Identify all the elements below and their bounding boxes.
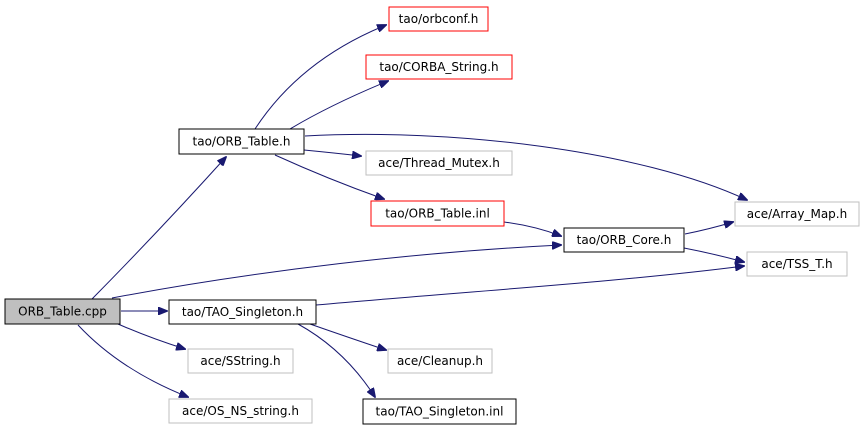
- node-box: [365, 54, 513, 80]
- node-label: ace/Cleanup.h: [397, 354, 483, 368]
- edge-orb-table-cpp-to-os-ns-string-h: [77, 324, 188, 397]
- node-label: tao/ORB_Table.inl: [385, 207, 490, 221]
- node-label: tao/orbconf.h: [399, 12, 479, 26]
- edge-orb-table-h-to-thread-mutex-h: [303, 149, 361, 156]
- node-orb-table-inl[interactable]: tao/ORB_Table.inl: [370, 200, 505, 227]
- edge-orb-table-h-to-orb-table-inl: [274, 154, 384, 199]
- node-tao-singleton-inl[interactable]: tao/TAO_Singleton.inl: [362, 398, 517, 425]
- edge-tao-singleton-h-to-tao-singleton-inl: [297, 323, 375, 397]
- edge-orb-table-cpp-to-orb-core-h: [111, 245, 561, 299]
- node-corba-string-h[interactable]: tao/CORBA_String.h: [365, 54, 513, 80]
- node-label: ace/OS_NS_string.h: [182, 404, 299, 418]
- node-label: ace/Array_Map.h: [747, 207, 847, 221]
- edge-orb-core-h-to-tss-t-h: [683, 247, 744, 262]
- node-box: [387, 348, 493, 374]
- node-box: [178, 128, 305, 155]
- node-sstring-h[interactable]: ace/SString.h: [187, 348, 294, 374]
- node-thread-mutex-h[interactable]: ace/Thread_Mutex.h: [365, 150, 513, 176]
- edge-tao-singleton-h-to-tss-t-h: [315, 266, 744, 306]
- node-cleanup-h[interactable]: ace/Cleanup.h: [387, 348, 493, 374]
- node-label: tao/ORB_Core.h: [577, 233, 672, 247]
- node-box: [365, 150, 513, 176]
- node-label: ace/TSS_T.h: [761, 257, 832, 271]
- node-box: [168, 299, 317, 325]
- edge-orb-table-h-to-array-map-h: [304, 133, 747, 200]
- node-box: [4, 298, 121, 325]
- node-array-map-h[interactable]: ace/Array_Map.h: [734, 201, 860, 227]
- node-orb-core-h[interactable]: tao/ORB_Core.h: [563, 227, 685, 253]
- edge-tao-singleton-h-to-cleanup-h: [309, 323, 386, 350]
- node-label: tao/TAO_Singleton.inl: [376, 405, 504, 419]
- edge-orb-core-h-to-array-map-h: [684, 222, 733, 235]
- node-box: [563, 227, 685, 253]
- node-label: ORB_Table.cpp: [18, 305, 107, 319]
- edge-orb-table-cpp-to-orb-table-h: [91, 157, 226, 300]
- node-label: tao/TAO_Singleton.h: [182, 305, 303, 319]
- node-box: [187, 348, 294, 374]
- edge-orb-table-cpp-to-sstring-h: [117, 323, 185, 349]
- node-tss-t-h[interactable]: ace/TSS_T.h: [746, 251, 848, 277]
- node-orbconf-h[interactable]: tao/orbconf.h: [388, 6, 489, 32]
- node-box: [746, 251, 848, 277]
- node-label: tao/CORBA_String.h: [379, 60, 498, 74]
- node-os-ns-string-h[interactable]: ace/OS_NS_string.h: [168, 398, 313, 424]
- node-orb-table-h[interactable]: tao/ORB_Table.h: [178, 128, 305, 155]
- edge-orb-table-h-to-corba-string-h: [289, 81, 388, 130]
- node-box: [370, 200, 505, 227]
- nodes-layer: ORB_Table.cpp tao/orbconf.h tao/CORBA_Stri…: [4, 6, 860, 425]
- node-label: ace/SString.h: [200, 354, 280, 368]
- edges-layer: [77, 25, 747, 397]
- node-label: ace/Thread_Mutex.h: [378, 156, 500, 170]
- edge-orb-table-inl-to-orb-core-h: [503, 221, 561, 236]
- node-box: [734, 201, 860, 227]
- edge-orb-table-h-to-orbconf-h: [254, 25, 386, 130]
- node-orb-table-cpp: ORB_Table.cpp: [4, 298, 121, 325]
- node-box: [388, 6, 489, 32]
- node-box: [362, 398, 517, 425]
- node-tao-singleton-h[interactable]: tao/TAO_Singleton.h: [168, 299, 317, 325]
- node-box: [168, 398, 313, 424]
- node-label: tao/ORB_Table.h: [193, 135, 291, 149]
